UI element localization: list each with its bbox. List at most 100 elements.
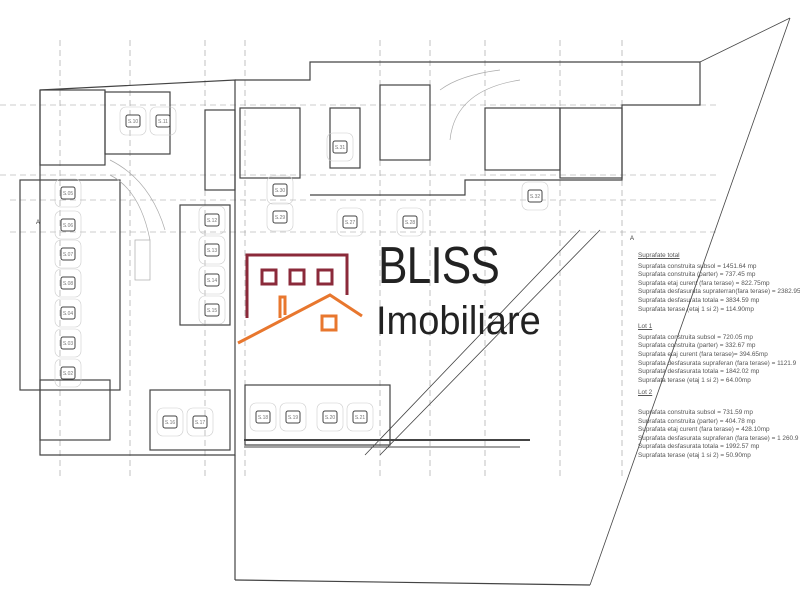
spot-label: S.19: [288, 415, 299, 421]
ramp: [109, 69, 521, 281]
total-line: Suprafata etaj curent (fara terase) = 82…: [638, 279, 770, 287]
lot1-line: Suprafata terase (etaj 1 si 2) = 64.00mp: [638, 376, 751, 384]
parking-spot: S.16: [156, 407, 184, 437]
spot-label: S.32: [530, 194, 541, 200]
spot-label: S.06: [63, 223, 74, 229]
section-mark-left: A: [36, 220, 40, 226]
car-outline: [346, 402, 374, 432]
lot1-line: Suprafata desfasurata totala = 1842.02 m…: [638, 368, 760, 376]
spot-label-box: [204, 273, 220, 287]
spot-label: S.07: [63, 252, 74, 258]
car-outline: [336, 207, 364, 237]
spot-label-box: [60, 186, 76, 200]
lot1-heading: Lot 1: [638, 323, 653, 331]
logo-graphic: [237, 253, 363, 345]
spot-label-box: [352, 410, 368, 424]
parking-spot: S.13: [198, 235, 226, 265]
parking-spot: S.31: [326, 132, 354, 162]
lot2-line: Suprafata construita (parter) = 404.78 m…: [638, 417, 756, 425]
spot-label-box: [402, 215, 418, 229]
parking-spot: S.15: [198, 295, 226, 325]
spot-label-box: [204, 213, 220, 227]
car-outline: [156, 407, 184, 437]
parking-spot: S.05: [54, 178, 82, 208]
spot-label: S.12: [207, 218, 218, 224]
car-outline: [266, 202, 294, 232]
spot-label-box: [155, 114, 171, 128]
parking-spot: S.08: [54, 268, 82, 298]
lot1-line: Suprafata desfasurata supraferan (fara t…: [638, 359, 797, 367]
spot-label-box: [204, 303, 220, 317]
car-outline: [54, 210, 82, 240]
area-summary: Suprafate total Suprafata construita sub…: [638, 252, 800, 460]
spot-label-box: [322, 410, 338, 424]
spot-label: S.18: [258, 415, 269, 421]
lot2-line: Suprafata construita subsol = 731.59 mp: [638, 408, 753, 416]
car-outline: [149, 106, 177, 136]
spot-label: S.30: [275, 188, 286, 194]
spot-label: S.14: [207, 278, 218, 284]
logo-bliss: BLISS: [378, 237, 500, 295]
spot-label-box: [285, 410, 301, 424]
parking-spot: S.19: [279, 402, 307, 432]
total-line: Suprafata desfasurata supraterran(fara t…: [638, 288, 800, 296]
spot-label-box: [272, 210, 288, 224]
spot-label-box: [60, 218, 76, 232]
spot-label-box: [332, 140, 348, 154]
car-outline: [396, 207, 424, 237]
spot-label: S.31: [335, 145, 346, 151]
parking-spot: S.04: [54, 298, 82, 328]
car-outline: [521, 181, 549, 211]
car-outline: [198, 205, 226, 235]
spot-label-box: [527, 189, 543, 203]
car-outline: [198, 235, 226, 265]
parking-spot: S.27: [336, 207, 364, 237]
spot-label-box: [60, 247, 76, 261]
total-line: Suprafata terase (etaj 1 si 2) = 114.90m…: [638, 305, 754, 313]
car-outline: [198, 295, 226, 325]
walls: [19, 17, 791, 586]
lot1-line: Suprafata construita (parter) = 332.67 m…: [638, 342, 756, 350]
total-line: Suprafata desfasurata totala = 3834.59 m…: [638, 296, 760, 304]
parking-spot: S.14: [198, 265, 226, 295]
car-outline: [119, 106, 147, 136]
spot-label: S.16: [165, 420, 176, 426]
total-line: Suprafata construita (parter) = 737.45 m…: [638, 271, 756, 279]
parking-spot: S.17: [186, 407, 214, 437]
car-outline: [54, 178, 82, 208]
car-outline: [198, 265, 226, 295]
spot-label: S.27: [345, 220, 356, 226]
spot-label-box: [60, 366, 76, 380]
car-outline: [54, 358, 82, 388]
parking-spot: S.03: [54, 328, 82, 358]
spot-label-box: [60, 306, 76, 320]
parking-spot: S.02: [54, 358, 82, 388]
spot-label: S.13: [207, 248, 218, 254]
lot1-line: Suprafata construita subsol = 720.05 mp: [638, 333, 753, 341]
car-outline: [279, 402, 307, 432]
spot-label-box: [204, 243, 220, 257]
spot-label: S.02: [63, 371, 74, 377]
spot-label-box: [60, 336, 76, 350]
car-outline: [54, 298, 82, 328]
lot1-line: Suprafata etaj curent (fara terase)= 394…: [638, 350, 768, 358]
logo-imobiliare: Imobiliare: [376, 299, 541, 343]
lot2-line: Suprafata desfasurata totala = 1992.57 m…: [638, 443, 760, 451]
lot2-heading: Lot 2: [638, 389, 653, 397]
parking-spot: S.20: [316, 402, 344, 432]
lot2-line: Suprafata etaj curent (fara terase) = 42…: [638, 426, 770, 434]
car-outline: [266, 175, 294, 205]
spot-label: S.28: [405, 220, 416, 226]
spot-label: S.29: [275, 215, 286, 221]
spot-label-box: [192, 415, 208, 429]
spot-label: S.17: [195, 420, 206, 426]
spot-label: S.04: [63, 311, 74, 317]
parking-spot: S.12: [198, 205, 226, 235]
spot-label-box: [255, 410, 271, 424]
section-mark-right: A: [630, 236, 634, 242]
car-outline: [54, 239, 82, 269]
parking-spot: S.28: [396, 207, 424, 237]
spot-label-box: [272, 183, 288, 197]
